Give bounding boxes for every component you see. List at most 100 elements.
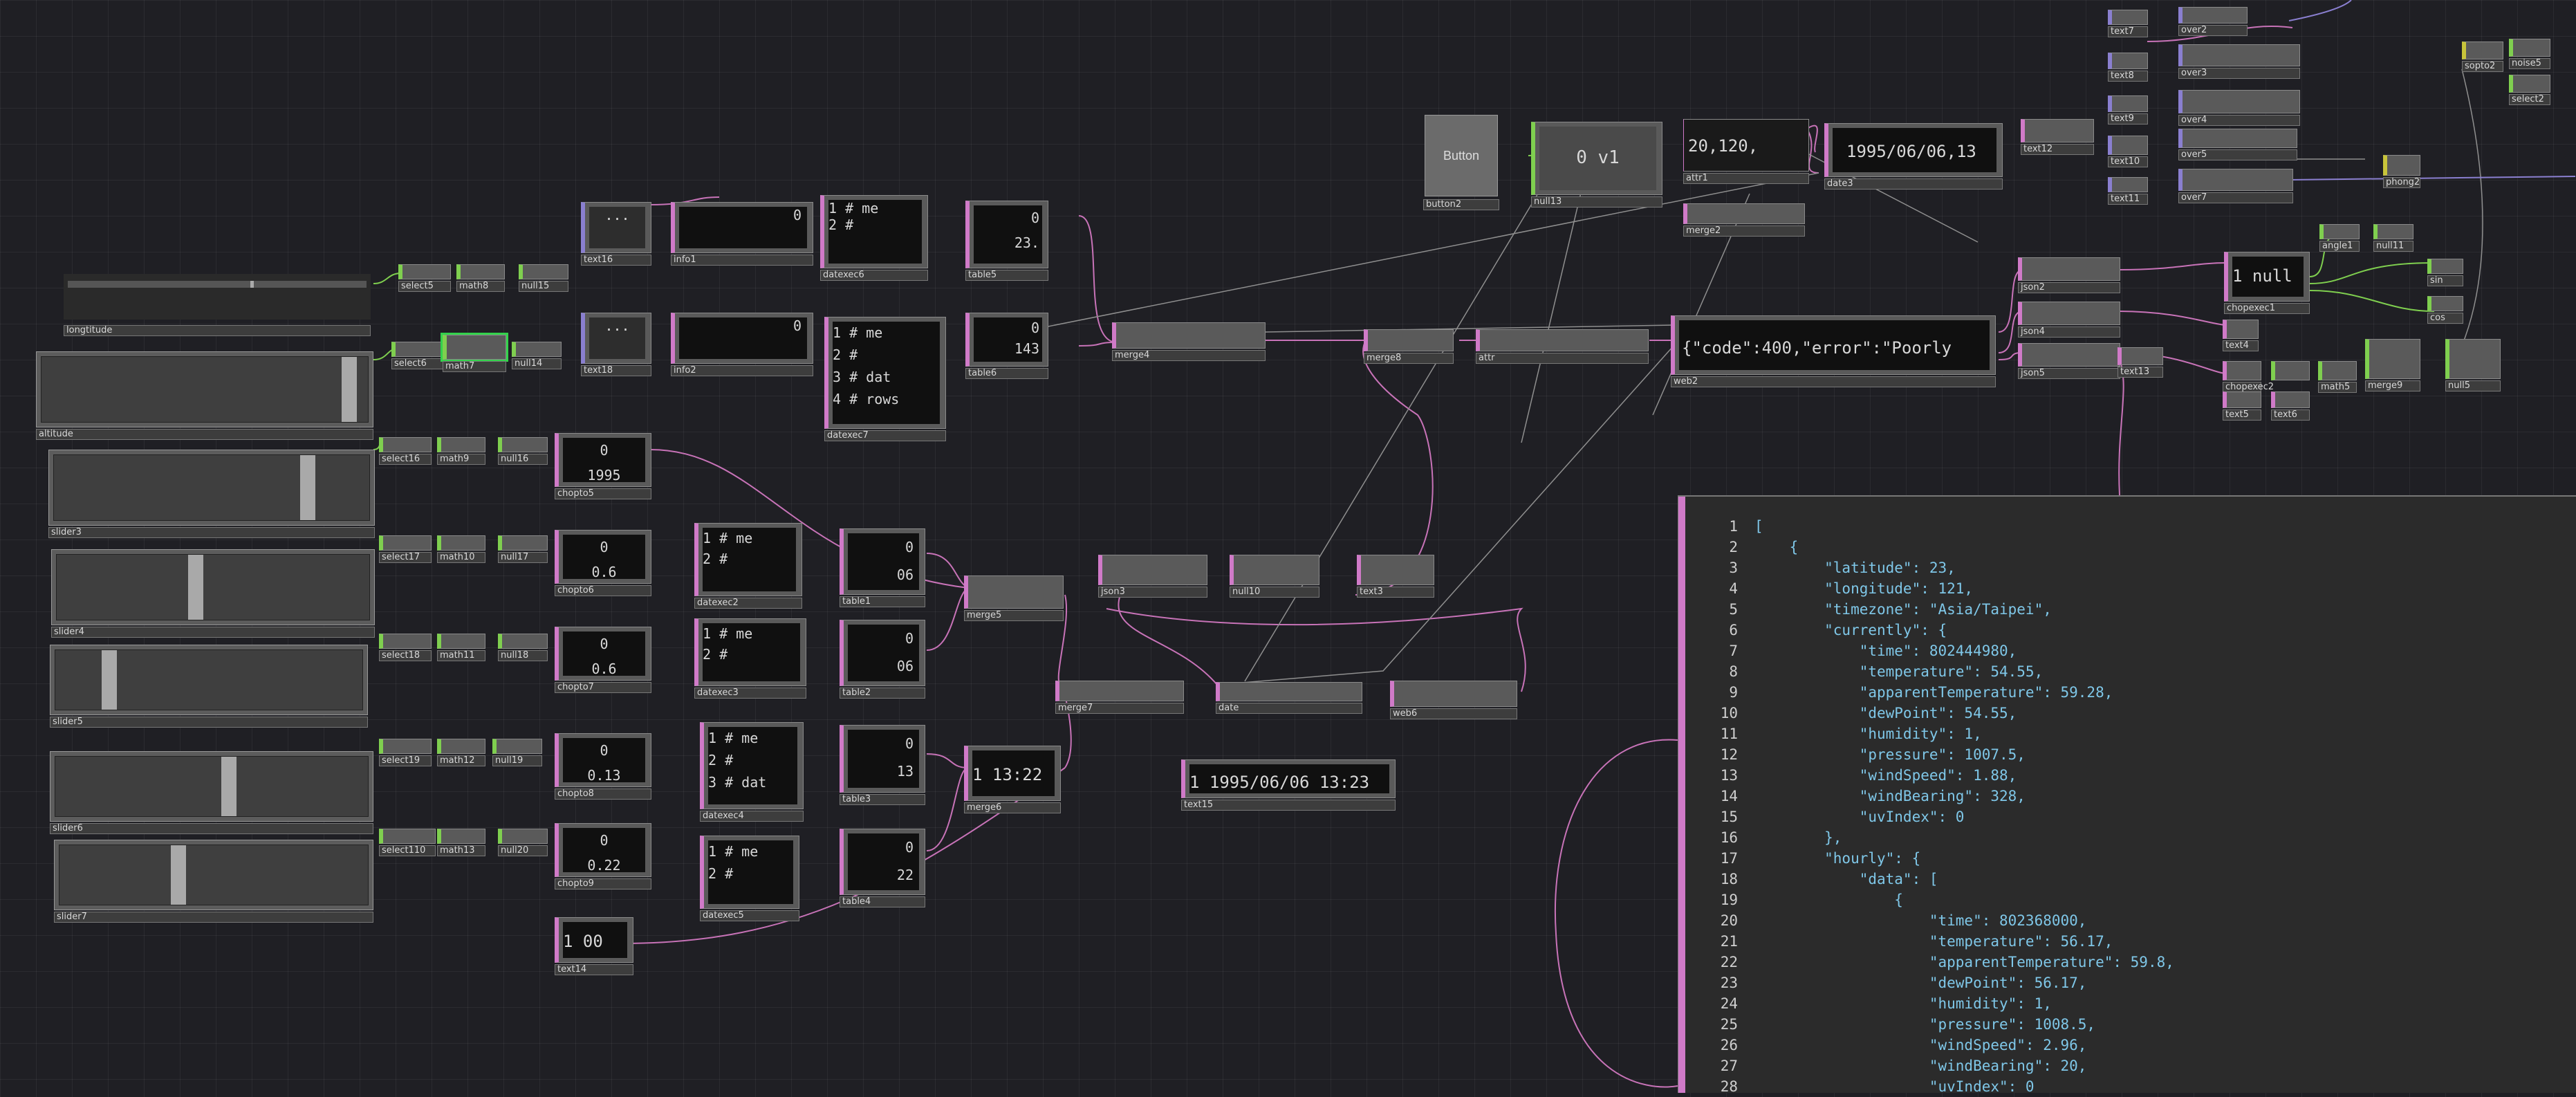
table5-node[interactable]: 0 23.table5 [965, 201, 1048, 281]
attr-node[interactable]: attr [1476, 329, 1649, 364]
longtitude-slider[interactable]: longtitude [64, 274, 371, 336]
math9-node[interactable]: math9 [437, 437, 485, 465]
null17-node[interactable]: null17 [498, 535, 548, 563]
angle1-node[interactable]: angle1 [2319, 224, 2360, 252]
cos-node[interactable]: cos [2427, 296, 2463, 324]
math12-node[interactable]: math12 [437, 739, 485, 766]
button2-node[interactable]: Button button2 [1423, 113, 1499, 210]
text6-node[interactable]: text6 [2271, 391, 2310, 421]
select6-node[interactable]: select6 [391, 342, 444, 369]
null16-node[interactable]: null16 [498, 437, 548, 465]
node-2[interactable] [2271, 361, 2310, 393]
slider7[interactable]: slider7 [54, 840, 373, 923]
date-node[interactable]: date [1216, 682, 1362, 714]
merge8-node[interactable]: merge8 [1364, 329, 1454, 364]
phong2-node[interactable]: phong2 [2383, 155, 2420, 188]
slider6-handle[interactable] [221, 757, 237, 816]
math10-node[interactable]: math10 [437, 535, 485, 563]
text12-node[interactable]: text12 [2021, 119, 2094, 155]
over3-node[interactable]: over3 [2178, 44, 2300, 79]
null18-node[interactable]: null18 [498, 634, 548, 661]
slider7-handle[interactable] [170, 845, 186, 905]
json5-node[interactable]: json5 [2018, 343, 2120, 379]
slider4-handle[interactable] [187, 555, 203, 620]
math7-node[interactable]: math7 [441, 333, 508, 372]
text3-node[interactable]: text3 [1357, 555, 1434, 598]
sopto2-node[interactable]: sopto2 [2462, 42, 2503, 72]
button2-face[interactable]: Button [1425, 115, 1498, 196]
merge4-node[interactable]: merge4 [1112, 322, 1266, 361]
text13-node[interactable]: text13 [2118, 347, 2163, 378]
slider5-handle[interactable] [101, 650, 117, 710]
null10-node[interactable]: null10 [1230, 555, 1319, 598]
over5-node[interactable]: over5 [2178, 129, 2297, 160]
slider6[interactable]: slider6 [50, 751, 373, 834]
select2-node[interactable]: select2 [2509, 75, 2550, 105]
noise5-node[interactable]: noise5 [2509, 39, 2550, 69]
json2-node[interactable]: json2 [2018, 257, 2120, 293]
over4-node[interactable]: over4 [2178, 90, 2300, 126]
datexec5-node[interactable]: 1 # me 2 #datexec5 [700, 836, 799, 921]
datexec3-node[interactable]: 1 # me 2 #datexec3 [694, 618, 806, 699]
select17-node[interactable]: select17 [379, 535, 432, 563]
slider3[interactable]: slider3 [48, 450, 375, 538]
math8-node[interactable]: math8 [456, 264, 505, 292]
slider3-handle[interactable] [299, 455, 315, 520]
null5-node[interactable]: null5 [2445, 339, 2501, 391]
datexec6-node[interactable]: 1 # me 2 #datexec6 [820, 195, 928, 281]
select18-node[interactable]: select18 [379, 634, 432, 661]
merge2-node[interactable]: merge2 [1683, 203, 1805, 237]
altitude-slider[interactable]: altitude [36, 351, 373, 440]
chopexec2-node[interactable]: chopexec2 [2223, 361, 2274, 393]
select110-node[interactable]: select110 [379, 829, 436, 856]
text7-node[interactable]: text7 [2108, 10, 2148, 37]
merge7-node[interactable]: merge7 [1055, 681, 1184, 714]
math11-node[interactable]: math11 [437, 634, 485, 661]
text8-node[interactable]: text8 [2108, 53, 2148, 82]
longtitude-handle[interactable] [250, 281, 254, 288]
altitude-handle[interactable] [342, 357, 358, 422]
null20-node[interactable]: null20 [498, 829, 548, 856]
select16-node[interactable]: select16 [379, 437, 432, 465]
null15-node[interactable]: null15 [519, 264, 568, 292]
text10-node[interactable]: text10 [2108, 136, 2148, 167]
math5-node[interactable]: math5 [2318, 361, 2357, 393]
attr1-node[interactable]: 20,120,attr1 [1683, 119, 1809, 184]
web6-node[interactable]: web6 [1390, 681, 1517, 719]
merge9-node[interactable]: merge9 [2365, 339, 2420, 391]
select19-node[interactable]: select19 [379, 739, 432, 766]
select5-node[interactable]: select5 [398, 264, 451, 292]
json-viewer-panel[interactable]: 1[2 {3 "latitude": 23,4 "longitude": 121… [1678, 495, 2576, 1095]
null19-node[interactable]: null19 [492, 739, 542, 766]
datexec2-node[interactable]: 1 # me 2 #datexec2 [694, 523, 802, 609]
text5-node[interactable]: text5 [2223, 391, 2261, 421]
text18-node[interactable]: ...text18 [581, 313, 651, 376]
json3-node[interactable]: json3 [1098, 555, 1207, 598]
over7-node[interactable]: over7 [2178, 169, 2293, 203]
math13-node[interactable]: math13 [437, 829, 485, 856]
sin-node[interactable]: sin [2427, 259, 2463, 286]
text9-node[interactable]: text9 [2108, 95, 2148, 125]
over2-node[interactable]: over2 [2178, 7, 2248, 36]
null11-node[interactable]: null11 [2373, 224, 2413, 252]
